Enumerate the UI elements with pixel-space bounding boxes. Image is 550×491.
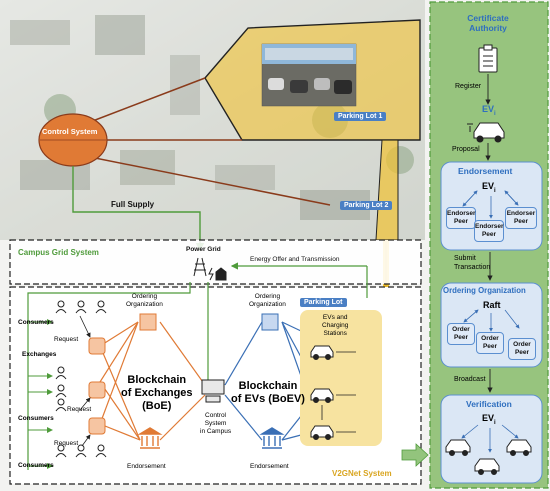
certificate-authority-label: Certificate Authority bbox=[467, 13, 509, 33]
endorser-peer-2: Endorser Peer bbox=[474, 220, 504, 242]
campus-control-label: Control System in Campus bbox=[200, 412, 232, 435]
endorsement-boe-label: Endorsement bbox=[127, 463, 166, 470]
verification-title: Verification bbox=[466, 399, 512, 409]
exchanges-label: Exchanges bbox=[22, 351, 57, 358]
boe-network-lines bbox=[99, 321, 206, 441]
verification-ev-sub: i bbox=[494, 419, 496, 426]
request-label-3: Request bbox=[54, 440, 79, 447]
endorsement-boev-icon bbox=[259, 427, 285, 449]
full-supply-label: Full Supply bbox=[111, 200, 155, 209]
verification-ev-label: EVi bbox=[482, 413, 496, 426]
request-label-1: Request bbox=[54, 336, 79, 343]
ev-i-text: EV bbox=[482, 104, 495, 114]
endorsement-title: Endorsement bbox=[458, 166, 513, 176]
endorser-peer-1: Endorser Peer bbox=[446, 207, 476, 229]
endorser-peer-3: Endorser Peer bbox=[505, 207, 537, 229]
verification-cars bbox=[445, 439, 532, 475]
control-to-lot1-line bbox=[89, 77, 206, 123]
full-supply-line bbox=[72, 166, 205, 252]
verification-ev-text: EV bbox=[482, 413, 495, 423]
campus-grid-label: Campus Grid System bbox=[18, 248, 99, 257]
request-label-2: Request bbox=[67, 406, 92, 413]
power-grid-label: Power Grid bbox=[186, 246, 221, 253]
request-arrows bbox=[79, 315, 91, 447]
parking-lot-2-label: Parking Lot 2 bbox=[340, 201, 393, 210]
endorsement-ev-text: EV bbox=[482, 181, 495, 191]
control-to-lot2-line bbox=[79, 154, 331, 206]
ev-panel bbox=[300, 310, 382, 446]
order-peer-1: Order Peer bbox=[447, 323, 475, 345]
blockchain-boev-label: Blockchain of EVs (BoEV) bbox=[231, 380, 305, 405]
consumers-mid-label: Consumers bbox=[18, 415, 54, 422]
parking-lot-badge: Parking Lot bbox=[300, 298, 347, 307]
proposal-label: Proposal bbox=[452, 146, 480, 153]
endorsement-ev-sub: i bbox=[494, 187, 496, 194]
consumers-bottom-label: Consumers bbox=[18, 462, 54, 469]
submit-transaction-label: Submit Transaction bbox=[454, 255, 491, 271]
certificate-icon bbox=[478, 44, 498, 73]
broadcast-label: Broadcast bbox=[454, 376, 486, 383]
parking-lot-1-label: Parking Lot 1 bbox=[334, 112, 387, 121]
consumer-icons bbox=[55, 300, 107, 458]
raft-label: Raft bbox=[483, 300, 501, 310]
power-grid-icon bbox=[193, 257, 227, 281]
ev-car-icon bbox=[467, 122, 505, 143]
campus-control-icon bbox=[201, 379, 225, 403]
to-panel-arrow bbox=[401, 443, 429, 467]
ordering-org-boev-label: Ordering Organization bbox=[249, 293, 286, 308]
consumers-top-label: Consumers bbox=[18, 319, 54, 326]
ordering-org-boe-icon bbox=[139, 313, 157, 331]
order-peer-2: Order Peer bbox=[476, 332, 504, 354]
ordering-org-title: Ordering Organization bbox=[443, 286, 526, 295]
endorsement-ev-label: EVi bbox=[482, 181, 496, 194]
endorsement-boev-label: Endorsement bbox=[250, 463, 289, 470]
order-peer-3: Order Peer bbox=[508, 338, 536, 360]
blockchain-boe-label: Blockchain of Exchanges (BoE) bbox=[121, 374, 193, 412]
endorsement-boe-icon bbox=[137, 427, 163, 449]
ev-i-subscript: i bbox=[494, 110, 496, 117]
ev-i-label: EVi bbox=[482, 104, 496, 117]
energy-offer-label: Energy Offer and Transmission bbox=[250, 256, 340, 263]
verification-box bbox=[440, 394, 543, 484]
evs-stations-label: EVs and Charging Stations bbox=[322, 314, 349, 337]
v2gnet-system-label: V2GNet System bbox=[332, 469, 392, 478]
control-system-label: Control System bbox=[42, 127, 98, 136]
exchange-icons bbox=[88, 337, 106, 435]
register-label: Register bbox=[455, 83, 482, 90]
ordering-org-boe-label: Ordering Organization bbox=[126, 293, 163, 308]
ordering-org-boev-icon bbox=[261, 313, 279, 331]
ev-car-icons bbox=[310, 345, 334, 440]
